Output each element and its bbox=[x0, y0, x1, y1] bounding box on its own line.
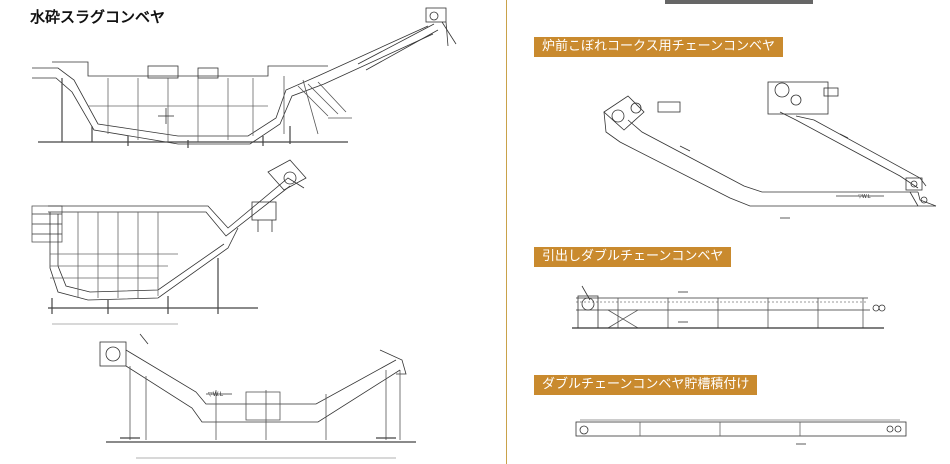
double-chain-extraction-drawing bbox=[568, 282, 888, 334]
page-title: 水砕スラグコンベヤ bbox=[30, 8, 166, 26]
double-chain-storage-drawing bbox=[570, 416, 910, 446]
section-tag-double-chain-storage: ダブルチェーンコンベヤ貯槽積付け bbox=[534, 375, 758, 395]
slag-conveyor-drawing-1 bbox=[28, 6, 466, 154]
top-rule bbox=[665, 0, 813, 4]
column-divider bbox=[506, 0, 507, 464]
svg-text:▽W.L: ▽W.L bbox=[858, 194, 871, 200]
coke-chain-conveyor-drawing: ▽W.L bbox=[600, 76, 942, 224]
slag-conveyor-drawing-2 bbox=[28, 158, 328, 326]
slag-conveyor-drawing-3: ▽W.L bbox=[96, 330, 424, 462]
section-tag-double-chain-extraction: 引出しダブルチェーンコンベヤ bbox=[534, 247, 732, 267]
svg-text:▽W.L: ▽W.L bbox=[208, 391, 224, 398]
section-tag-coke-conveyor: 炉前こぼれコークス用チェーンコンベヤ bbox=[534, 37, 783, 57]
